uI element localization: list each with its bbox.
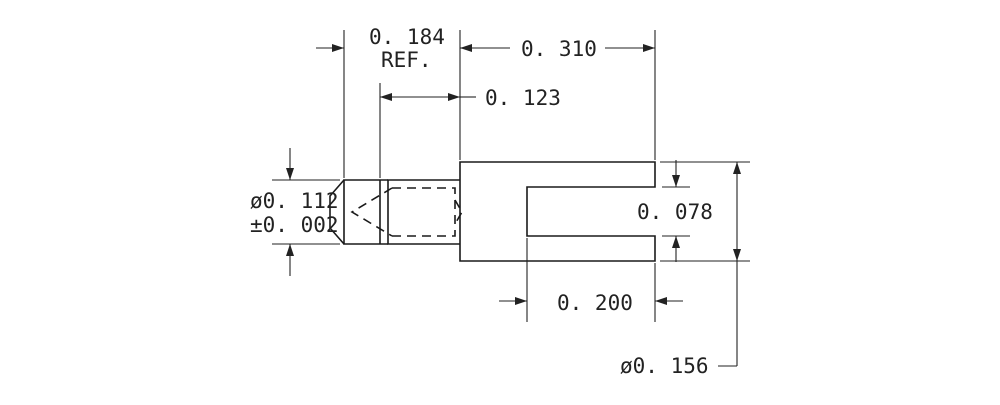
tip-diameter-label: ø0. 112 (250, 189, 339, 213)
hidden-bore-tip (350, 187, 393, 237)
dimension-lines (286, 44, 741, 367)
body-length-label: 0. 310 (521, 37, 597, 61)
dimension-labels: 0. 184 REF. 0. 310 0. 123 ø0. 112 ±0. 00… (250, 25, 713, 378)
hidden-bore (392, 187, 456, 237)
tip-cylinder (387, 179, 460, 245)
nose-cone (329, 179, 345, 245)
slot-depth-label: 0. 200 (557, 291, 633, 315)
tip-chamfer (343, 179, 388, 245)
tip-length-label: 0. 123 (485, 86, 561, 110)
body-diameter-label: ø0. 156 (620, 354, 709, 378)
overall-length-label: 0. 184 (369, 25, 445, 49)
overall-length-note: REF. (381, 48, 432, 72)
slot-width-label: 0. 078 (637, 200, 713, 224)
slotted-body (459, 161, 656, 262)
part-outline (329, 161, 656, 262)
hidden-bore-end (454, 199, 463, 225)
tip-tolerance-label: ±0. 002 (250, 213, 339, 237)
